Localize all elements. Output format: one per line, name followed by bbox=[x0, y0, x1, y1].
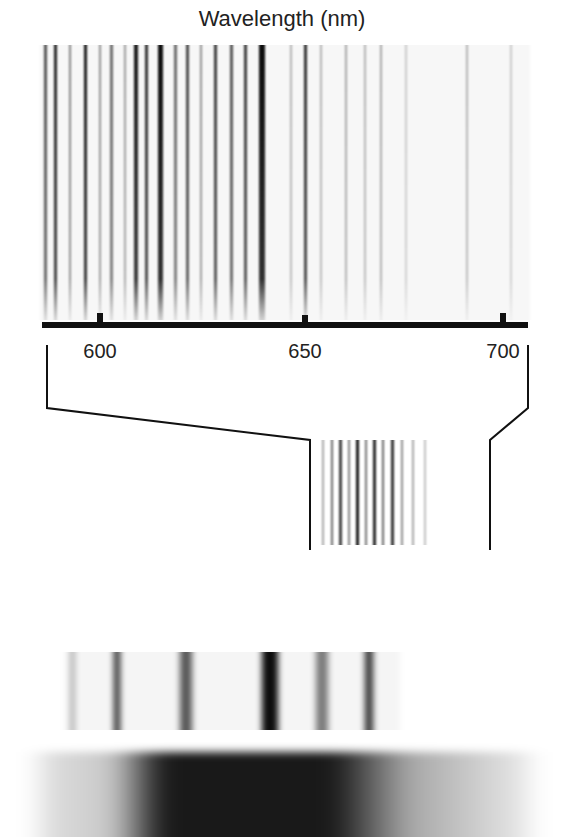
tick-label: 600 bbox=[83, 340, 116, 363]
axis-title: Wavelength (nm) bbox=[199, 6, 366, 32]
tick-label: 650 bbox=[288, 340, 321, 363]
emission-lines bbox=[40, 45, 530, 320]
zoomed-spectrum bbox=[322, 440, 426, 545]
band-spectrum bbox=[65, 652, 400, 730]
zoom-bracket bbox=[47, 345, 528, 550]
wavelength-axis bbox=[42, 313, 528, 328]
tick-label: 700 bbox=[486, 340, 519, 363]
continuous-spectrum bbox=[40, 752, 530, 837]
